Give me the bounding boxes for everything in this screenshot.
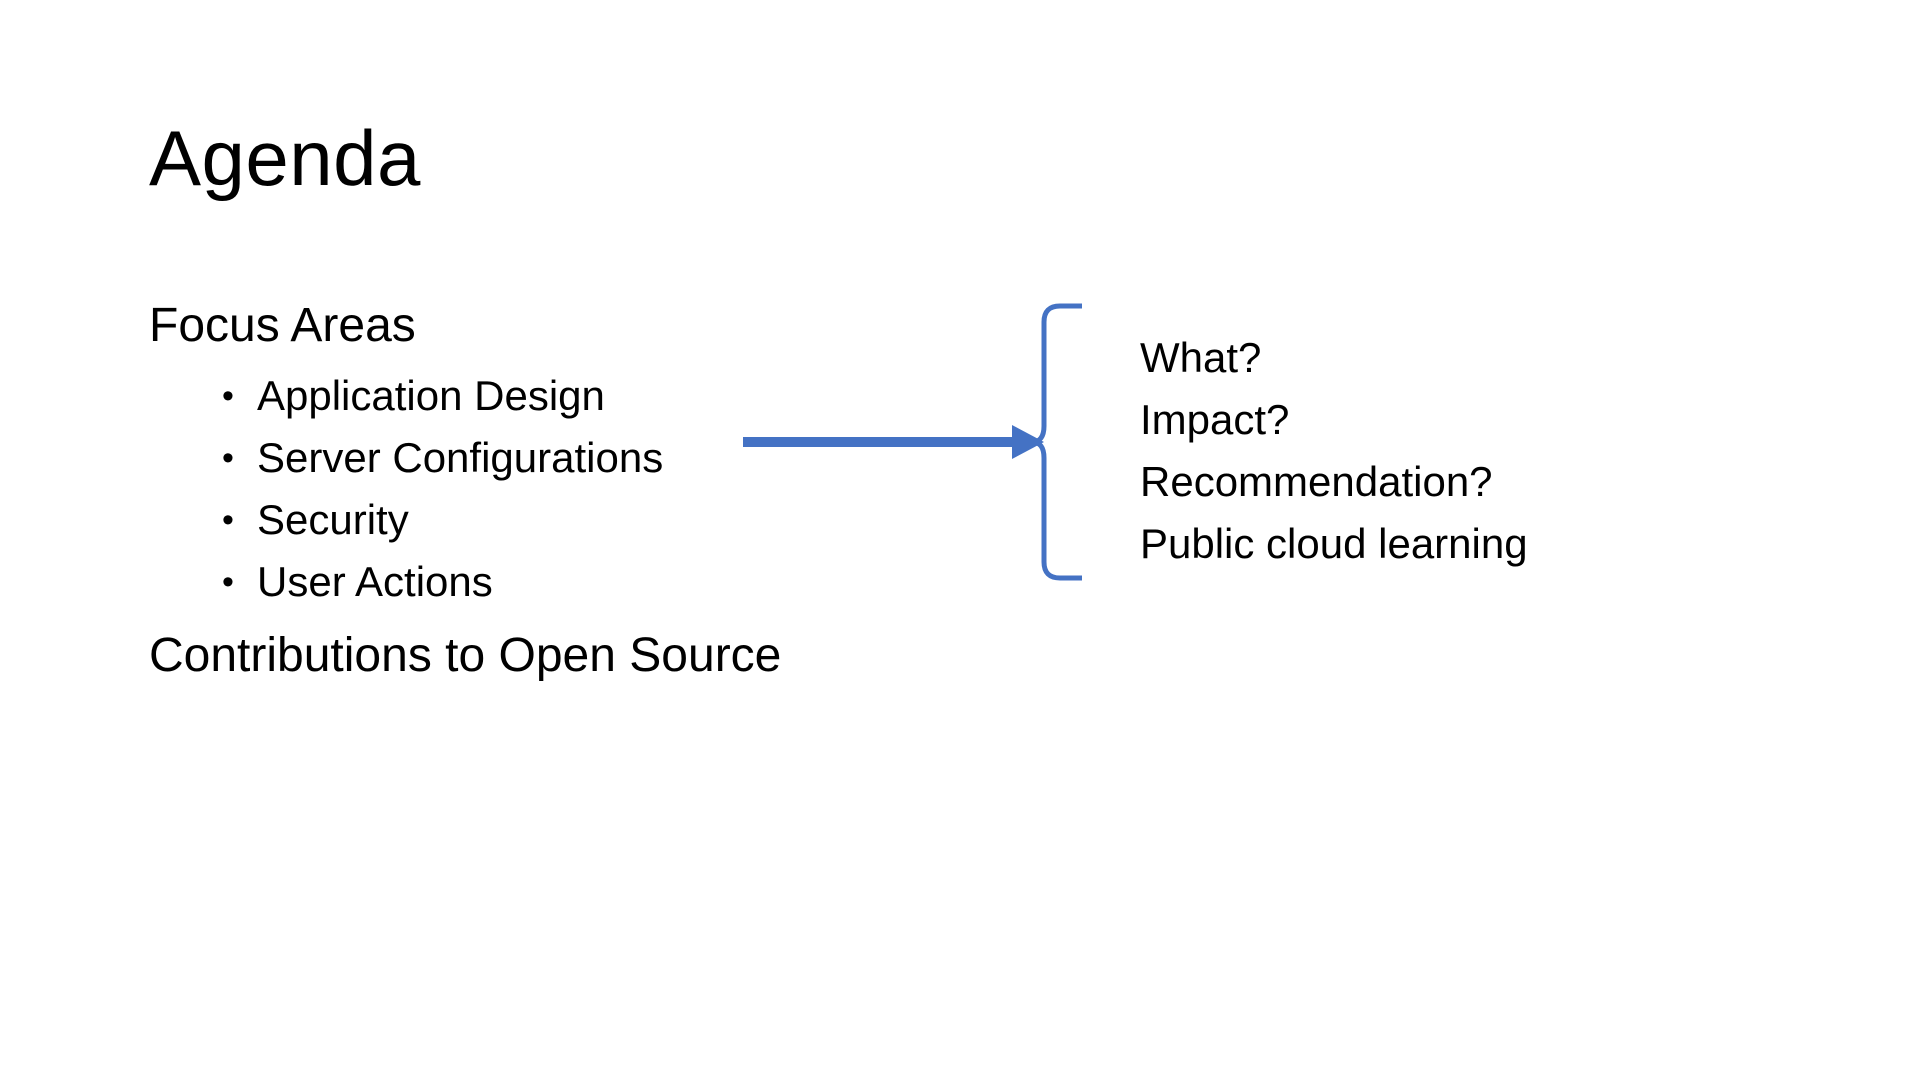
list-item-label: Security (257, 496, 409, 543)
curly-brace-icon (1029, 303, 1082, 581)
focus-areas-list: • Application Design • Server Configurat… (222, 365, 663, 613)
bullet-icon: • (222, 377, 234, 415)
list-item-label: Server Configurations (257, 434, 664, 481)
list-item-label: Application Design (257, 372, 605, 419)
questions-list: What? Impact? Recommendation? Public clo… (1140, 327, 1528, 575)
bullet-icon: • (222, 563, 234, 601)
contributions-heading: Contributions to Open Source (149, 629, 782, 682)
question-item: What? (1140, 334, 1262, 381)
slide-title: Agenda (149, 114, 421, 202)
question-item: Public cloud learning (1140, 520, 1528, 567)
list-item: • Server Configurations (222, 427, 663, 489)
list-item-label: User Actions (257, 558, 493, 605)
arrow-right-icon (1012, 425, 1044, 459)
question-item: Impact? (1140, 396, 1290, 443)
question-item: Recommendation? (1140, 458, 1493, 505)
bullet-icon: • (222, 439, 234, 477)
list-item: • User Actions (222, 551, 663, 613)
list-item: • Application Design (222, 365, 663, 427)
bullet-icon: • (222, 501, 234, 539)
list-item: • Security (222, 489, 663, 551)
focus-areas-heading: Focus Areas (149, 299, 416, 352)
